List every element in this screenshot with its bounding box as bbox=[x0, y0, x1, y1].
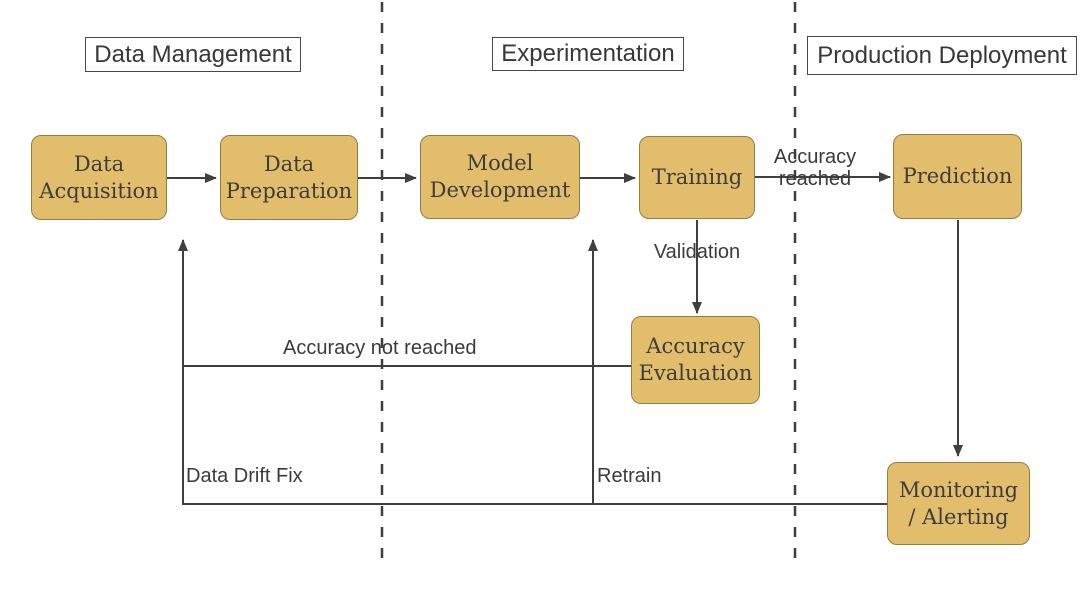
node-prediction: Prediction bbox=[893, 134, 1022, 219]
section-header-label: Production Deployment bbox=[817, 41, 1067, 69]
node-label-line: Evaluation bbox=[638, 361, 753, 385]
node-label-line: Training bbox=[651, 165, 743, 189]
edge-label-retrain: Retrain bbox=[597, 465, 662, 487]
node-label-line: Development bbox=[429, 178, 571, 202]
edge-label-line: reached bbox=[778, 168, 852, 190]
node-training: Training bbox=[639, 136, 755, 219]
node-label-line: Data bbox=[73, 151, 125, 176]
edge-label-accuracy-not-reached: Accuracy not reached bbox=[283, 337, 477, 359]
edge-label-data-drift-fix: Data Drift Fix bbox=[186, 465, 303, 487]
section-header-experimentation: Experimentation bbox=[492, 37, 684, 71]
node-label-line: / Alerting bbox=[908, 504, 1009, 529]
edge-label-line: Accuracy bbox=[773, 146, 857, 168]
node-label-line: Monitoring bbox=[898, 477, 1019, 502]
edge-label-validation: Validation bbox=[653, 241, 741, 263]
node-label-line: Model bbox=[466, 151, 534, 175]
section-header-label: Data Management bbox=[94, 40, 292, 68]
section-header-label: Experimentation bbox=[501, 40, 675, 67]
node-label-line: Preparation bbox=[225, 178, 353, 203]
node-model-development: Model Development bbox=[420, 135, 580, 219]
node-label-line: Accuracy bbox=[646, 334, 745, 358]
node-data-preparation: Data Preparation bbox=[220, 135, 358, 220]
node-data-acquisition: Data Acquisition bbox=[31, 135, 167, 220]
section-header-data-management: Data Management bbox=[85, 37, 301, 72]
node-monitoring-alerting: Monitoring / Alerting bbox=[887, 462, 1030, 545]
node-label-line: Prediction bbox=[902, 164, 1013, 188]
edge-label-accuracy-reached: Accuracy reached bbox=[760, 146, 870, 190]
node-label-line: Data bbox=[263, 151, 315, 176]
node-accuracy-evaluation: Accuracy Evaluation bbox=[631, 316, 760, 404]
node-label-line: Acquisition bbox=[39, 178, 159, 203]
section-header-production-deployment: Production Deployment bbox=[807, 36, 1077, 75]
